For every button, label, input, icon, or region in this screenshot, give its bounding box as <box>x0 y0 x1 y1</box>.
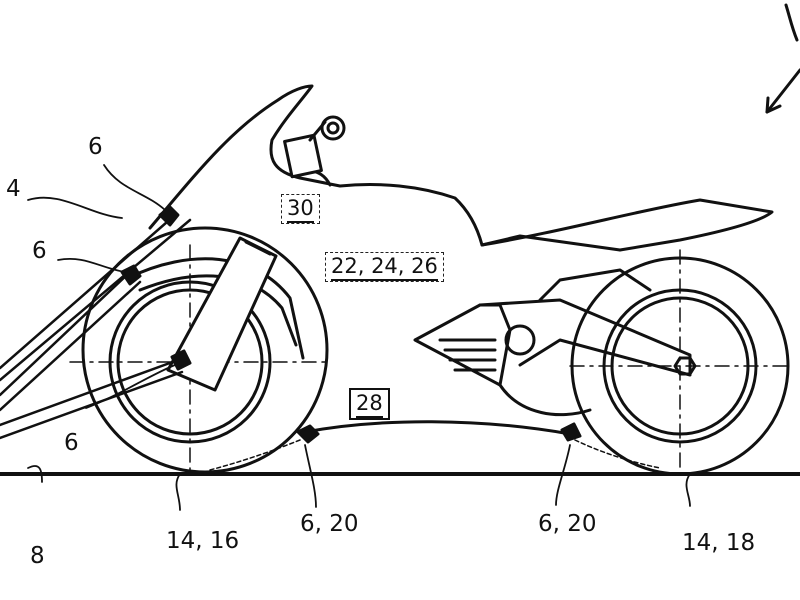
units-22-24-26-text: 22, 24, 26 <box>331 254 438 281</box>
label-sensor-fork: 6 <box>64 430 79 456</box>
unit-30-text: 30 <box>287 196 314 223</box>
label-units-22-24-26: 22, 24, 26 <box>325 252 444 282</box>
sensor-markers <box>120 205 582 444</box>
label-cable-rear: 6, 20 <box>538 511 597 537</box>
label-rear-wheel: 14, 18 <box>682 530 756 556</box>
direction-arrow <box>765 68 800 114</box>
swingarm <box>413 268 697 417</box>
front-fork <box>166 236 278 392</box>
front-wheel <box>69 226 329 474</box>
corner-arc <box>784 3 799 42</box>
label-sensor-top: 6 <box>88 134 103 160</box>
label-cable-front: 6, 20 <box>300 511 359 537</box>
bottom-cable <box>303 420 572 436</box>
rear-wheel <box>569 249 791 476</box>
label-front-wheel: 14, 16 <box>166 528 240 554</box>
front-fender <box>126 257 305 360</box>
front-cables <box>0 213 192 440</box>
label-sensor-mid: 6 <box>32 238 47 264</box>
label-unit-30: 30 <box>281 194 320 224</box>
label-ground: 8 <box>30 543 45 569</box>
unit-28-text: 28 <box>356 391 383 418</box>
label-bike: 4 <box>6 176 21 202</box>
leader-lines <box>27 164 691 511</box>
fairing <box>148 84 774 252</box>
label-unit-28: 28 <box>349 388 390 420</box>
